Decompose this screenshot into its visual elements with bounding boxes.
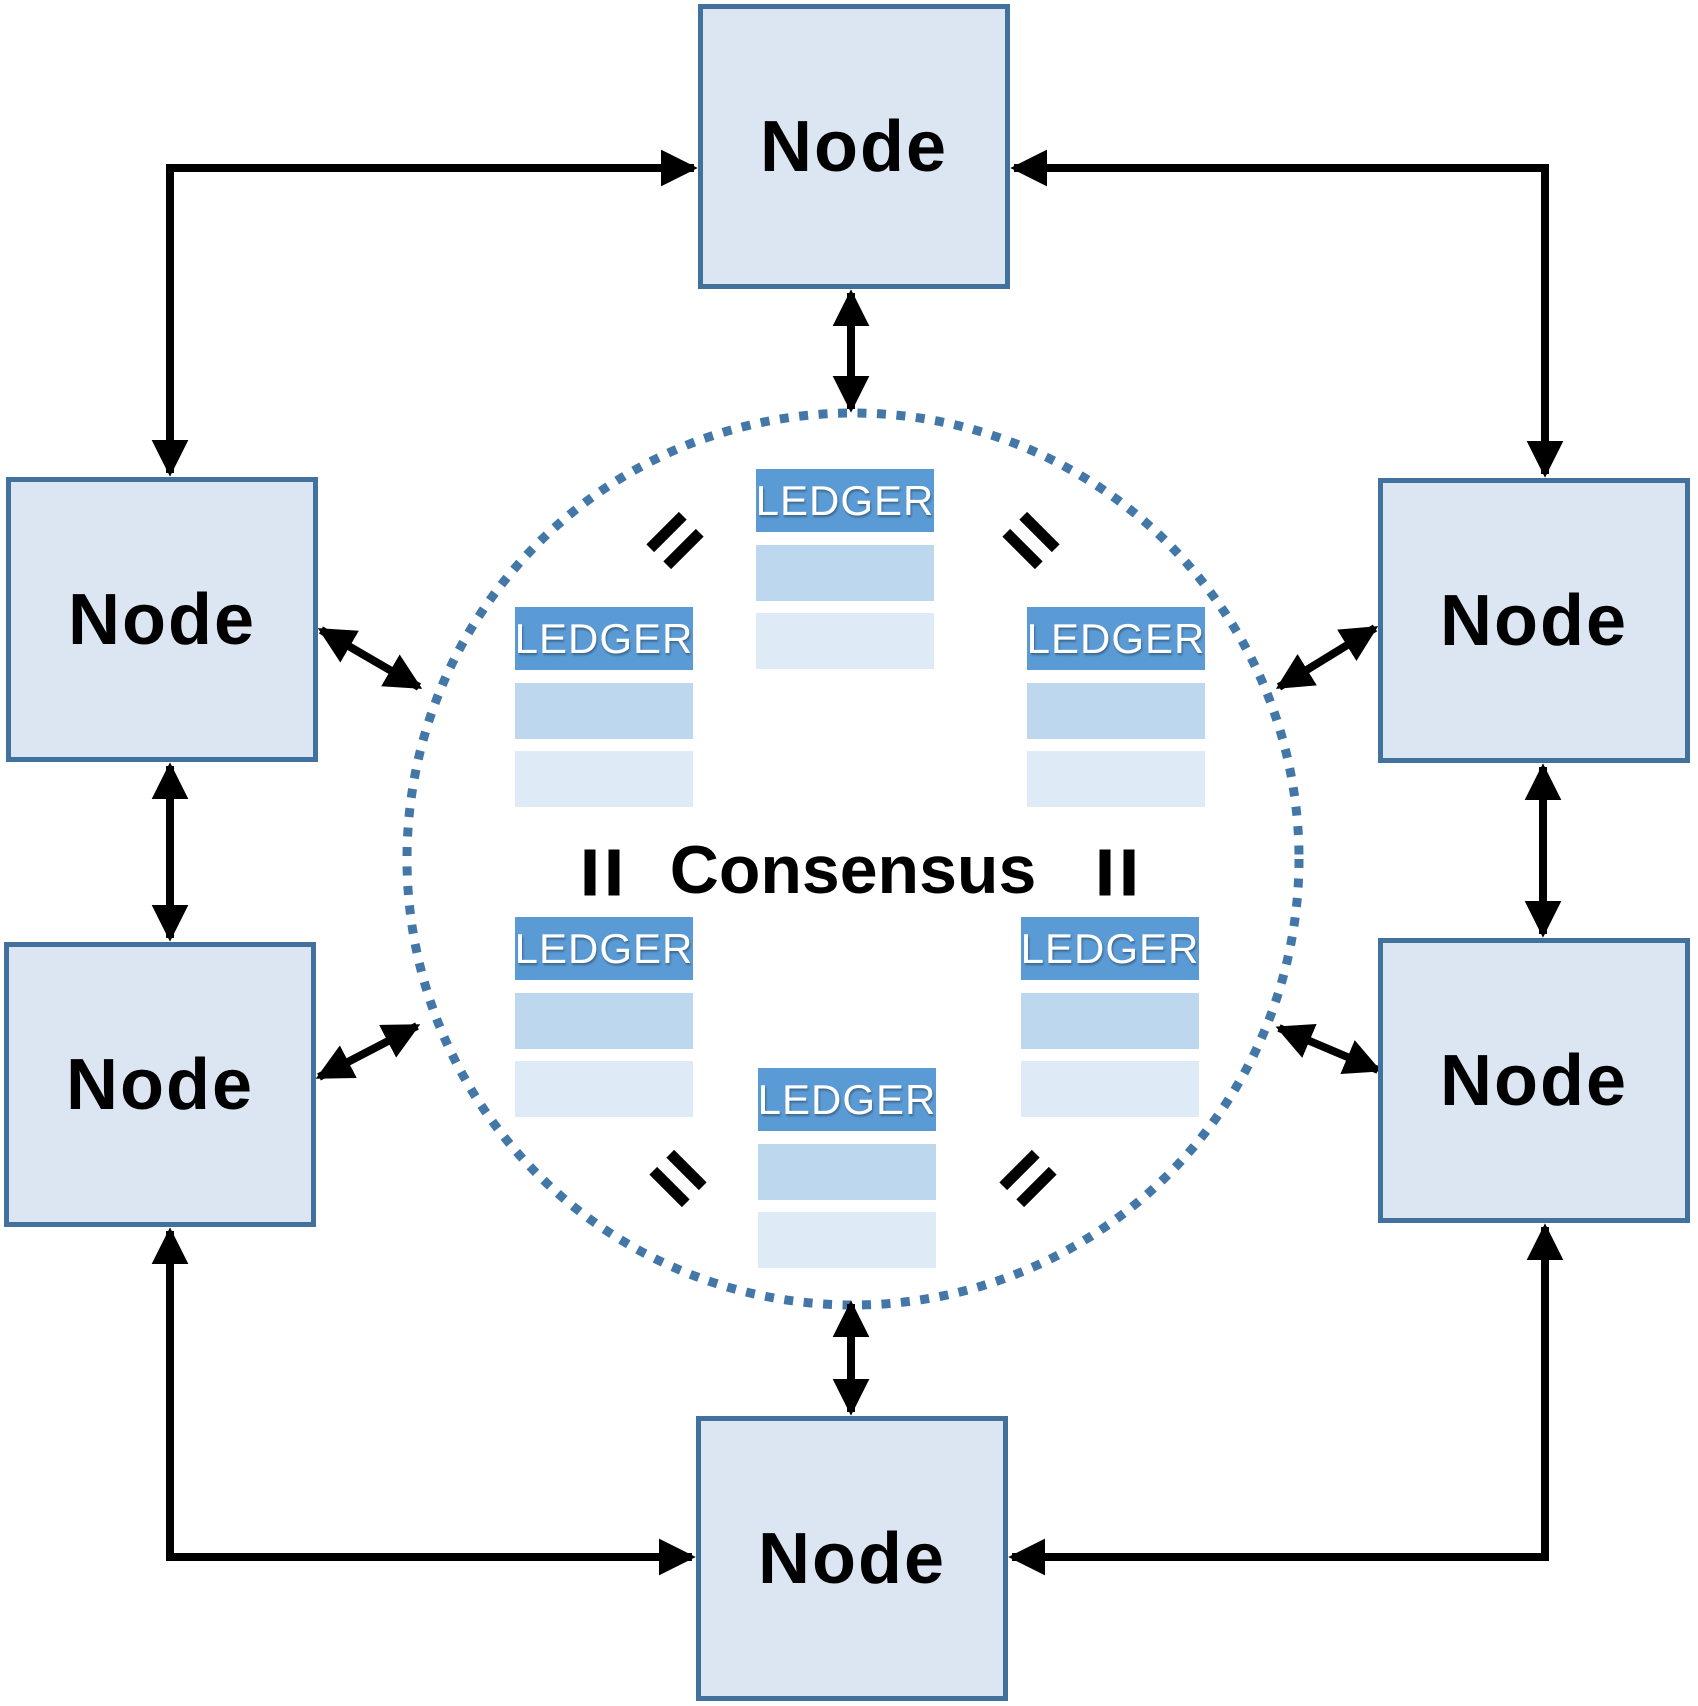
ledger-row bbox=[1027, 683, 1205, 739]
node-box-bottom: Node bbox=[696, 1416, 1008, 1701]
ledger-row bbox=[1027, 751, 1205, 807]
node-box-right-lower: Node bbox=[1378, 938, 1690, 1223]
ledger-row bbox=[515, 683, 693, 739]
ledger-lower-left: LEDGER bbox=[515, 917, 693, 1117]
ledger-bottom-center: LEDGER bbox=[758, 1068, 936, 1268]
ledger-row bbox=[1021, 993, 1199, 1049]
ledger-header: LEDGER bbox=[1027, 607, 1205, 670]
ledger-row bbox=[756, 613, 934, 669]
ledger-header: LEDGER bbox=[756, 469, 934, 532]
ledger-header: LEDGER bbox=[515, 607, 693, 670]
node-label: Node bbox=[758, 1518, 946, 1599]
corner-connector-bottom-right bbox=[1008, 1223, 1564, 1576]
node-box-right-upper: Node bbox=[1378, 478, 1690, 763]
diagonal-arrow-right-upper-circle bbox=[1275, 624, 1379, 691]
ledger-row bbox=[756, 545, 934, 601]
corner-connector-top-right bbox=[1010, 149, 1564, 478]
node-label: Node bbox=[1440, 1040, 1628, 1121]
node-label: Node bbox=[760, 106, 948, 187]
diagonal-arrow-left-lower-circle bbox=[315, 1022, 421, 1081]
node-label: Node bbox=[1440, 580, 1628, 661]
corner-connector-top-left bbox=[151, 149, 698, 477]
ledger-lower-right: LEDGER bbox=[1021, 917, 1199, 1117]
ledger-header: LEDGER bbox=[758, 1068, 936, 1131]
node-box-left-upper: Node bbox=[6, 477, 318, 762]
ledger-middle-right: LEDGER bbox=[1027, 607, 1205, 807]
ledger-header: LEDGER bbox=[1021, 917, 1199, 980]
ledger-header: LEDGER bbox=[515, 917, 693, 980]
node-box-top: Node bbox=[698, 4, 1010, 289]
ledger-row bbox=[1021, 1061, 1199, 1117]
ledger-row bbox=[515, 993, 693, 1049]
ledger-top-center: LEDGER bbox=[756, 469, 934, 669]
ledger-row bbox=[515, 1061, 693, 1117]
consensus-circle-border bbox=[402, 408, 1304, 1310]
corner-connector-bottom-left bbox=[151, 1227, 696, 1576]
diagonal-arrow-left-upper-circle bbox=[317, 626, 423, 691]
diagonal-arrow-right-lower-circle bbox=[1275, 1023, 1382, 1075]
ledger-middle-left: LEDGER bbox=[515, 607, 693, 807]
consensus-label: Consensus bbox=[669, 832, 1037, 908]
ledger-row bbox=[758, 1144, 936, 1200]
node-label: Node bbox=[66, 1044, 254, 1125]
ledger-row bbox=[515, 751, 693, 807]
node-box-left-lower: Node bbox=[4, 942, 316, 1227]
node-label: Node bbox=[68, 579, 256, 660]
ledger-row bbox=[758, 1212, 936, 1268]
